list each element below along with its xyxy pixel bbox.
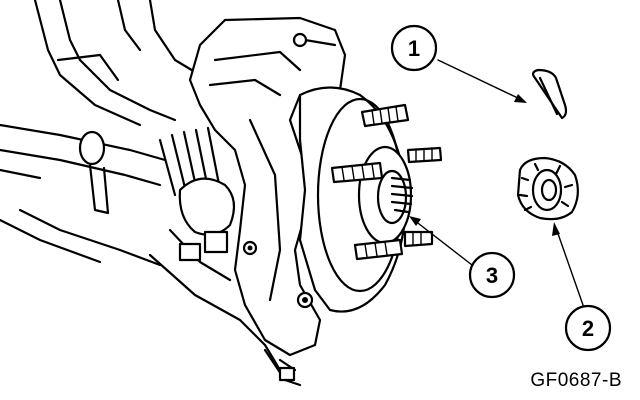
- wheel-studs: [330, 103, 443, 261]
- steering-knuckle: [188, 16, 347, 357]
- callout-3-number: 3: [486, 263, 498, 288]
- figure-code-label: GF0687-B: [530, 370, 622, 391]
- callout-1-number: 1: [408, 36, 420, 61]
- leader-lines: [409, 59, 584, 306]
- callout-2-number: 2: [582, 316, 594, 341]
- suspension-linkage: [0, 0, 282, 372]
- callout-3: 3: [468, 251, 516, 299]
- callout-2: 2: [564, 304, 612, 352]
- lower-bolt: [263, 348, 302, 387]
- spindle-threads: [390, 176, 414, 214]
- castle-nut: [516, 156, 579, 221]
- cotter-pin: [531, 68, 568, 120]
- callout-1: 1: [390, 24, 438, 72]
